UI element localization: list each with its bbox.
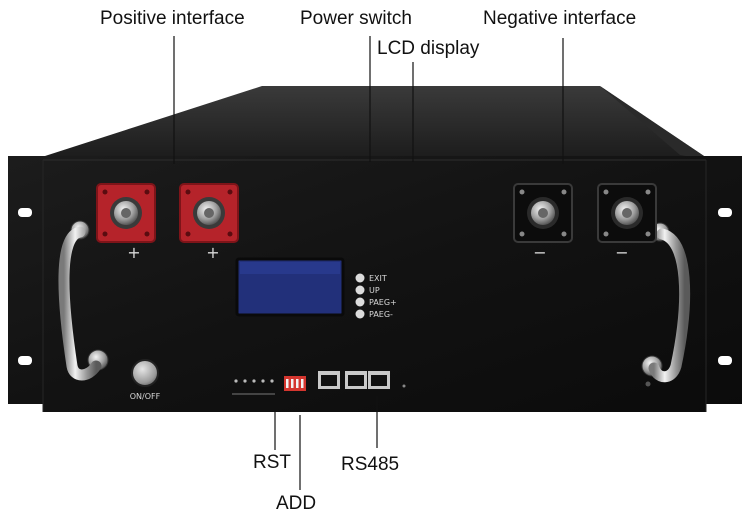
exit-button [355,273,365,283]
negative-terminal-1 [513,183,573,243]
negative-terminal-2 [597,183,657,243]
rj45-port [318,371,340,389]
callout-lines [173,36,564,490]
left-handle [58,220,109,381]
lcd-buttons: EXIT UP PAEG+ PAEG- [355,273,397,319]
power-switch: ON/OFF [130,359,161,401]
rack-hole [18,356,32,365]
indicator-leds [232,379,275,395]
plus-sign: + [206,243,219,262]
rack-hole [718,208,732,217]
negative-interface-label: Negative interface [483,8,637,29]
rst-label: RST [253,452,291,473]
up-label: UP [369,286,380,295]
rj45-port [345,371,367,389]
lcd-display-label: LCD display [377,38,480,59]
positive-terminal-1 [96,183,156,243]
rack-hole [18,208,32,217]
on-off-label: ON/OFF [130,392,161,401]
power-switch-label: Power switch [300,8,412,29]
plus-sign: + [127,243,140,262]
chassis-top [45,86,704,156]
page-up-label: PAEG+ [369,298,397,307]
exit-label: EXIT [369,274,387,283]
up-button [355,285,365,295]
rs485-label: RS485 [341,454,400,475]
minus-sign: − [615,243,628,262]
positive-terminal-2 [179,183,239,243]
dip-switch [284,376,306,391]
positive-interface-label: Positive interface [100,8,245,29]
minus-sign: − [533,243,546,262]
page-down-button [355,309,365,319]
add-label: ADD [276,493,317,514]
page-up-button [355,297,365,307]
rack-hole [718,356,732,365]
page-down-label: PAEG- [369,310,393,319]
chassis-side [600,86,708,160]
rj45-port [368,371,390,389]
